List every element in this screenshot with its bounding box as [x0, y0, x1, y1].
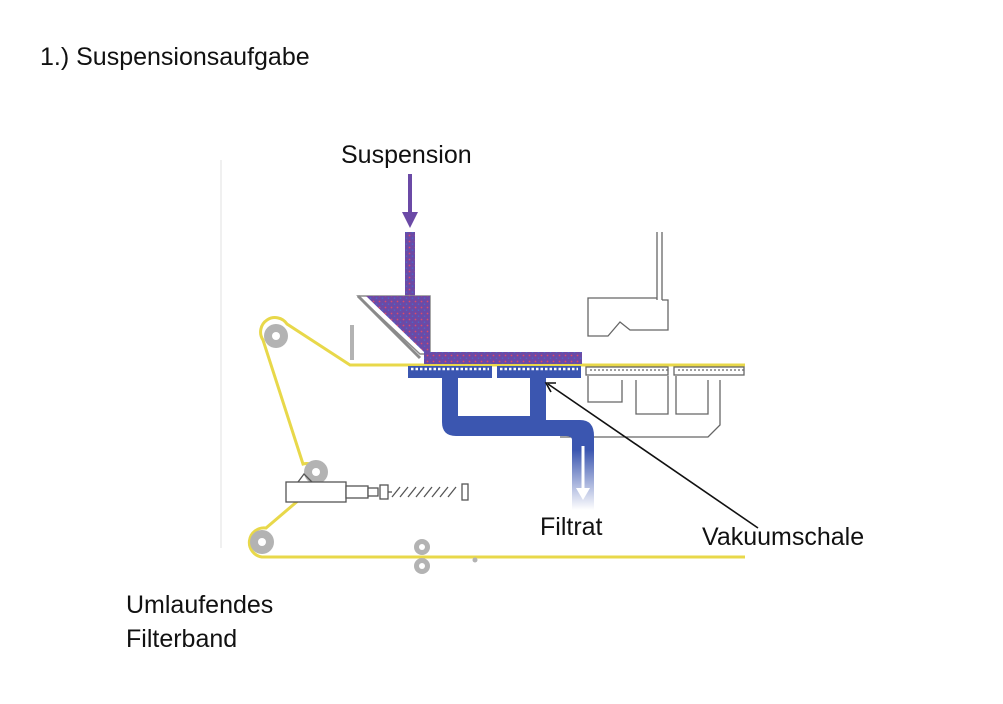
feed-hopper — [356, 294, 431, 360]
belt-tensioner — [285, 473, 469, 503]
filterband-label-line2: Filterband — [126, 625, 238, 653]
vacuum-tray — [408, 366, 594, 450]
vakuumschale-label: Vakuumschale — [702, 523, 865, 551]
suspension-label: Suspension — [341, 141, 472, 169]
suspension-arrow-icon — [402, 174, 418, 228]
filterband-label-line1: Umlaufendes — [126, 591, 274, 619]
page-title: 1.) Suspensionsaufgabe — [40, 43, 310, 71]
filterband-label: Umlaufendes Filterband — [126, 588, 273, 656]
filtrate-outflow — [572, 446, 594, 510]
downstream-equipment — [560, 232, 745, 438]
filtrat-label: Filtrat — [540, 513, 603, 541]
suspension-layer — [424, 352, 582, 364]
vakuumschale-pointer-icon — [544, 382, 759, 529]
belt-rollers — [250, 324, 478, 574]
